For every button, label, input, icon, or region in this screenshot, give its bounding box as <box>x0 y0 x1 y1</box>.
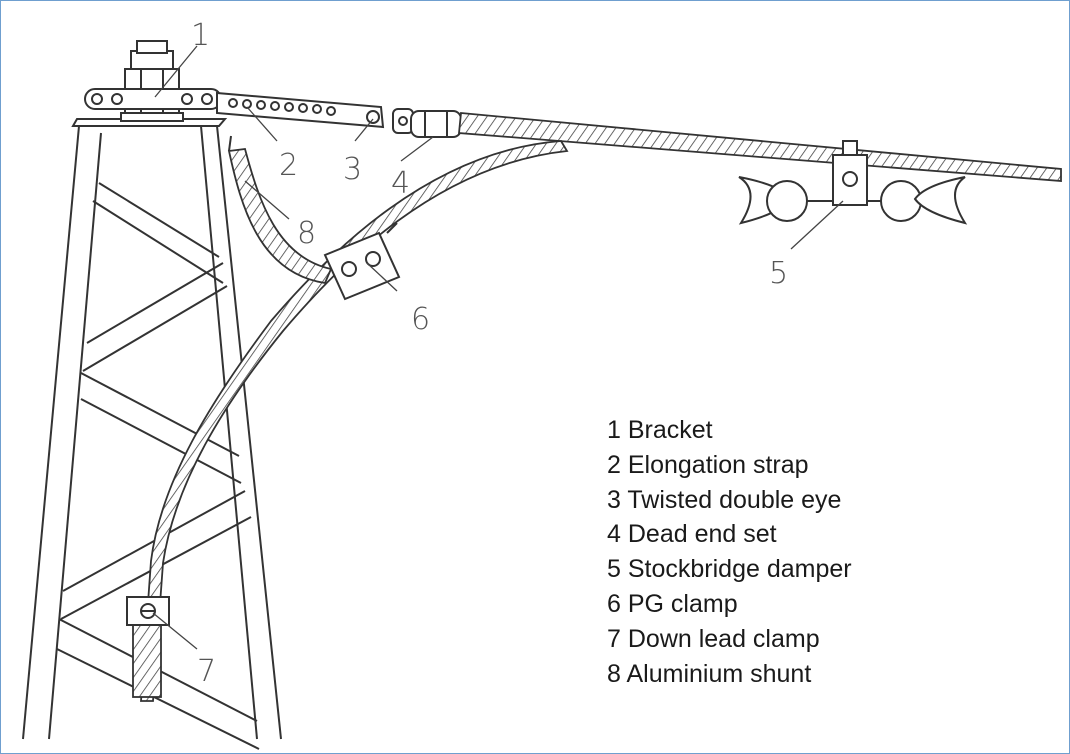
callout-5: 5 <box>769 256 788 291</box>
leader-lines <box>152 45 844 650</box>
lattice-tower <box>22 118 282 750</box>
legend-item: 3 Twisted double eye <box>607 485 842 514</box>
callout-2: 2 <box>279 148 298 183</box>
dead-end-set <box>410 110 462 138</box>
legend-item: 7 Down lead clamp <box>607 624 820 653</box>
legend-item: 6 PG clamp <box>607 589 738 618</box>
pg-clamp <box>323 222 401 301</box>
callout-7: 7 <box>197 654 216 689</box>
callout-3: 3 <box>343 152 362 187</box>
bracket <box>84 40 222 122</box>
legend-item: 4 Dead end set <box>607 520 777 549</box>
down-lead-clamp <box>126 596 170 626</box>
elongation-strap <box>216 91 385 129</box>
legend-item: 5 Stockbridge damper <box>607 555 852 584</box>
callout-4: 4 <box>391 166 410 201</box>
callout-6: 6 <box>411 302 430 337</box>
callout-8: 8 <box>297 216 316 251</box>
legend-list: 1 Bracket 2 Elongation strap 3 Twisted d… <box>607 413 852 691</box>
callout-1: 1 <box>191 18 210 53</box>
legend-item: 2 Elongation strap <box>607 450 809 479</box>
legend-item: 1 Bracket <box>607 416 713 444</box>
aluminium-shunt <box>227 135 333 284</box>
legend-item: 8 Aluminium shunt <box>607 659 812 688</box>
stockbridge-damper <box>738 140 968 225</box>
twisted-double-eye <box>392 108 414 134</box>
